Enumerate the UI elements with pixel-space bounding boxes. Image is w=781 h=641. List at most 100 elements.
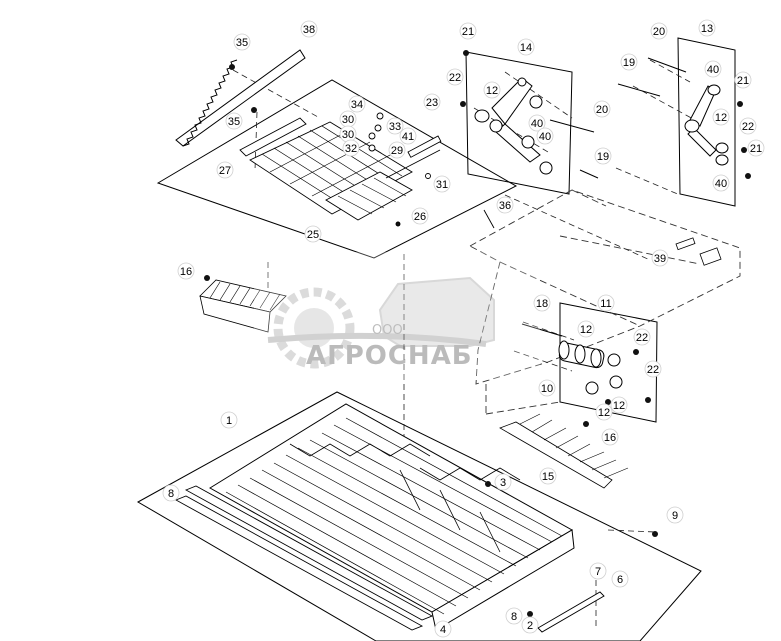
watermark-company-name: АГРОСНАБ — [306, 341, 473, 371]
callout-circle — [597, 294, 615, 312]
callout-circle — [704, 60, 722, 78]
callout-circle — [388, 141, 406, 159]
callout-c30b: 30 — [339, 125, 357, 143]
bolt-2 — [527, 611, 533, 617]
callout-circle — [633, 328, 651, 346]
bracket-assembly-13 — [617, 57, 729, 166]
callout-c20a: 20 — [593, 100, 611, 118]
callout-c22a: 22 — [446, 68, 464, 86]
callout-number: 13 — [701, 23, 713, 35]
callout-number: 12 — [715, 112, 727, 124]
callout-circle — [386, 117, 404, 135]
panel-right-bracket — [677, 37, 736, 207]
callout-circle — [739, 117, 757, 135]
bolt-35b — [251, 107, 257, 113]
callout-number: 21 — [750, 143, 762, 155]
callout-circle — [433, 175, 451, 193]
callout-c21c: 21 — [747, 139, 765, 157]
callout-circle — [533, 294, 551, 312]
watermark-logo: ООО АГРОСНАБ — [254, 252, 540, 380]
callout-circle — [517, 38, 535, 56]
callout-circle — [423, 93, 441, 111]
callout-c35b: 35 — [225, 112, 243, 130]
panel-upper-sieve — [156, 79, 518, 259]
callout-circle — [666, 506, 684, 524]
callout-c22b: 22 — [739, 117, 757, 135]
callout-number: 30 — [342, 129, 354, 141]
callout-circle — [300, 20, 318, 38]
callout-c8b: 8 — [505, 607, 523, 625]
part-38-serrated-strip — [175, 49, 306, 147]
callout-number: 12 — [580, 324, 592, 336]
frame-39 — [469, 189, 741, 415]
callout-c12e: 12 — [595, 403, 613, 421]
callout-circle — [747, 139, 765, 157]
callout-number: 39 — [654, 253, 666, 265]
callout-c23: 23 — [423, 93, 441, 111]
callout-c11: 11 — [597, 294, 615, 312]
callout-number: 21 — [462, 26, 474, 38]
nut-22a — [460, 101, 466, 107]
screw-16a — [204, 275, 210, 281]
callout-c21a: 21 — [459, 22, 477, 40]
callout-circle — [483, 81, 501, 99]
callout-number: 19 — [597, 151, 609, 163]
callout-circle — [589, 562, 607, 580]
callout-circle — [521, 616, 539, 634]
callout-number: 7 — [595, 566, 601, 578]
callout-c9: 9 — [666, 506, 684, 524]
callout-number: 26 — [414, 211, 426, 223]
callout-circle — [577, 320, 595, 338]
callout-c10: 10 — [538, 379, 556, 397]
callout-c12d: 12 — [610, 396, 628, 414]
callout-c35a: 35 — [233, 33, 251, 51]
callout-number: 22 — [449, 72, 461, 84]
callout-number: 22 — [742, 121, 754, 133]
callout-c6: 6 — [611, 570, 629, 588]
callout-number: 9 — [672, 510, 678, 522]
callout-circle — [411, 207, 429, 225]
callout-number: 33 — [389, 121, 401, 133]
callout-c18: 18 — [533, 294, 551, 312]
panel-main-sieve — [136, 391, 702, 641]
callout-circle — [162, 484, 180, 502]
callout-number: 41 — [402, 131, 414, 143]
frame-39-ends — [675, 237, 722, 266]
main-sieve-1 — [209, 403, 575, 631]
callout-c25: 25 — [304, 225, 322, 243]
callout-number: 29 — [391, 145, 403, 157]
bolt-9 — [652, 531, 658, 537]
callout-circle — [734, 71, 752, 89]
callout-number: 8 — [168, 488, 174, 500]
callout-labels: 3538353430303332412923273126362521142212… — [162, 19, 765, 638]
callout-circle — [446, 68, 464, 86]
callout-c31: 31 — [433, 175, 451, 193]
callout-c2: 2 — [521, 616, 539, 634]
callout-c21b: 21 — [734, 71, 752, 89]
callout-circle — [399, 127, 417, 145]
bracket-assembly-11 — [521, 323, 623, 395]
callout-number: 35 — [228, 116, 240, 128]
callout-number: 34 — [351, 99, 363, 111]
bolt-35a — [229, 64, 235, 70]
callout-c40a: 40 — [528, 114, 546, 132]
callout-number: 10 — [541, 383, 553, 395]
callout-c32: 32 — [342, 139, 360, 157]
callout-c16a: 16 — [177, 262, 195, 280]
callout-circle — [712, 174, 730, 192]
callout-circle — [620, 53, 638, 71]
bolt-3 — [485, 481, 491, 487]
comb-15-right — [499, 413, 629, 489]
callout-number: 16 — [180, 266, 192, 278]
callout-circle — [538, 379, 556, 397]
upper-sieve-assembly — [239, 112, 495, 229]
callout-number: 11 — [600, 298, 611, 310]
callout-number: 30 — [342, 114, 354, 126]
watermark-harvester-icon — [378, 276, 495, 347]
watermark-company-prefix: ООО — [372, 323, 403, 338]
callout-number: 8 — [511, 611, 517, 623]
callout-circle — [225, 112, 243, 130]
panel-outlines — [136, 37, 736, 641]
callout-c8a: 8 — [162, 484, 180, 502]
